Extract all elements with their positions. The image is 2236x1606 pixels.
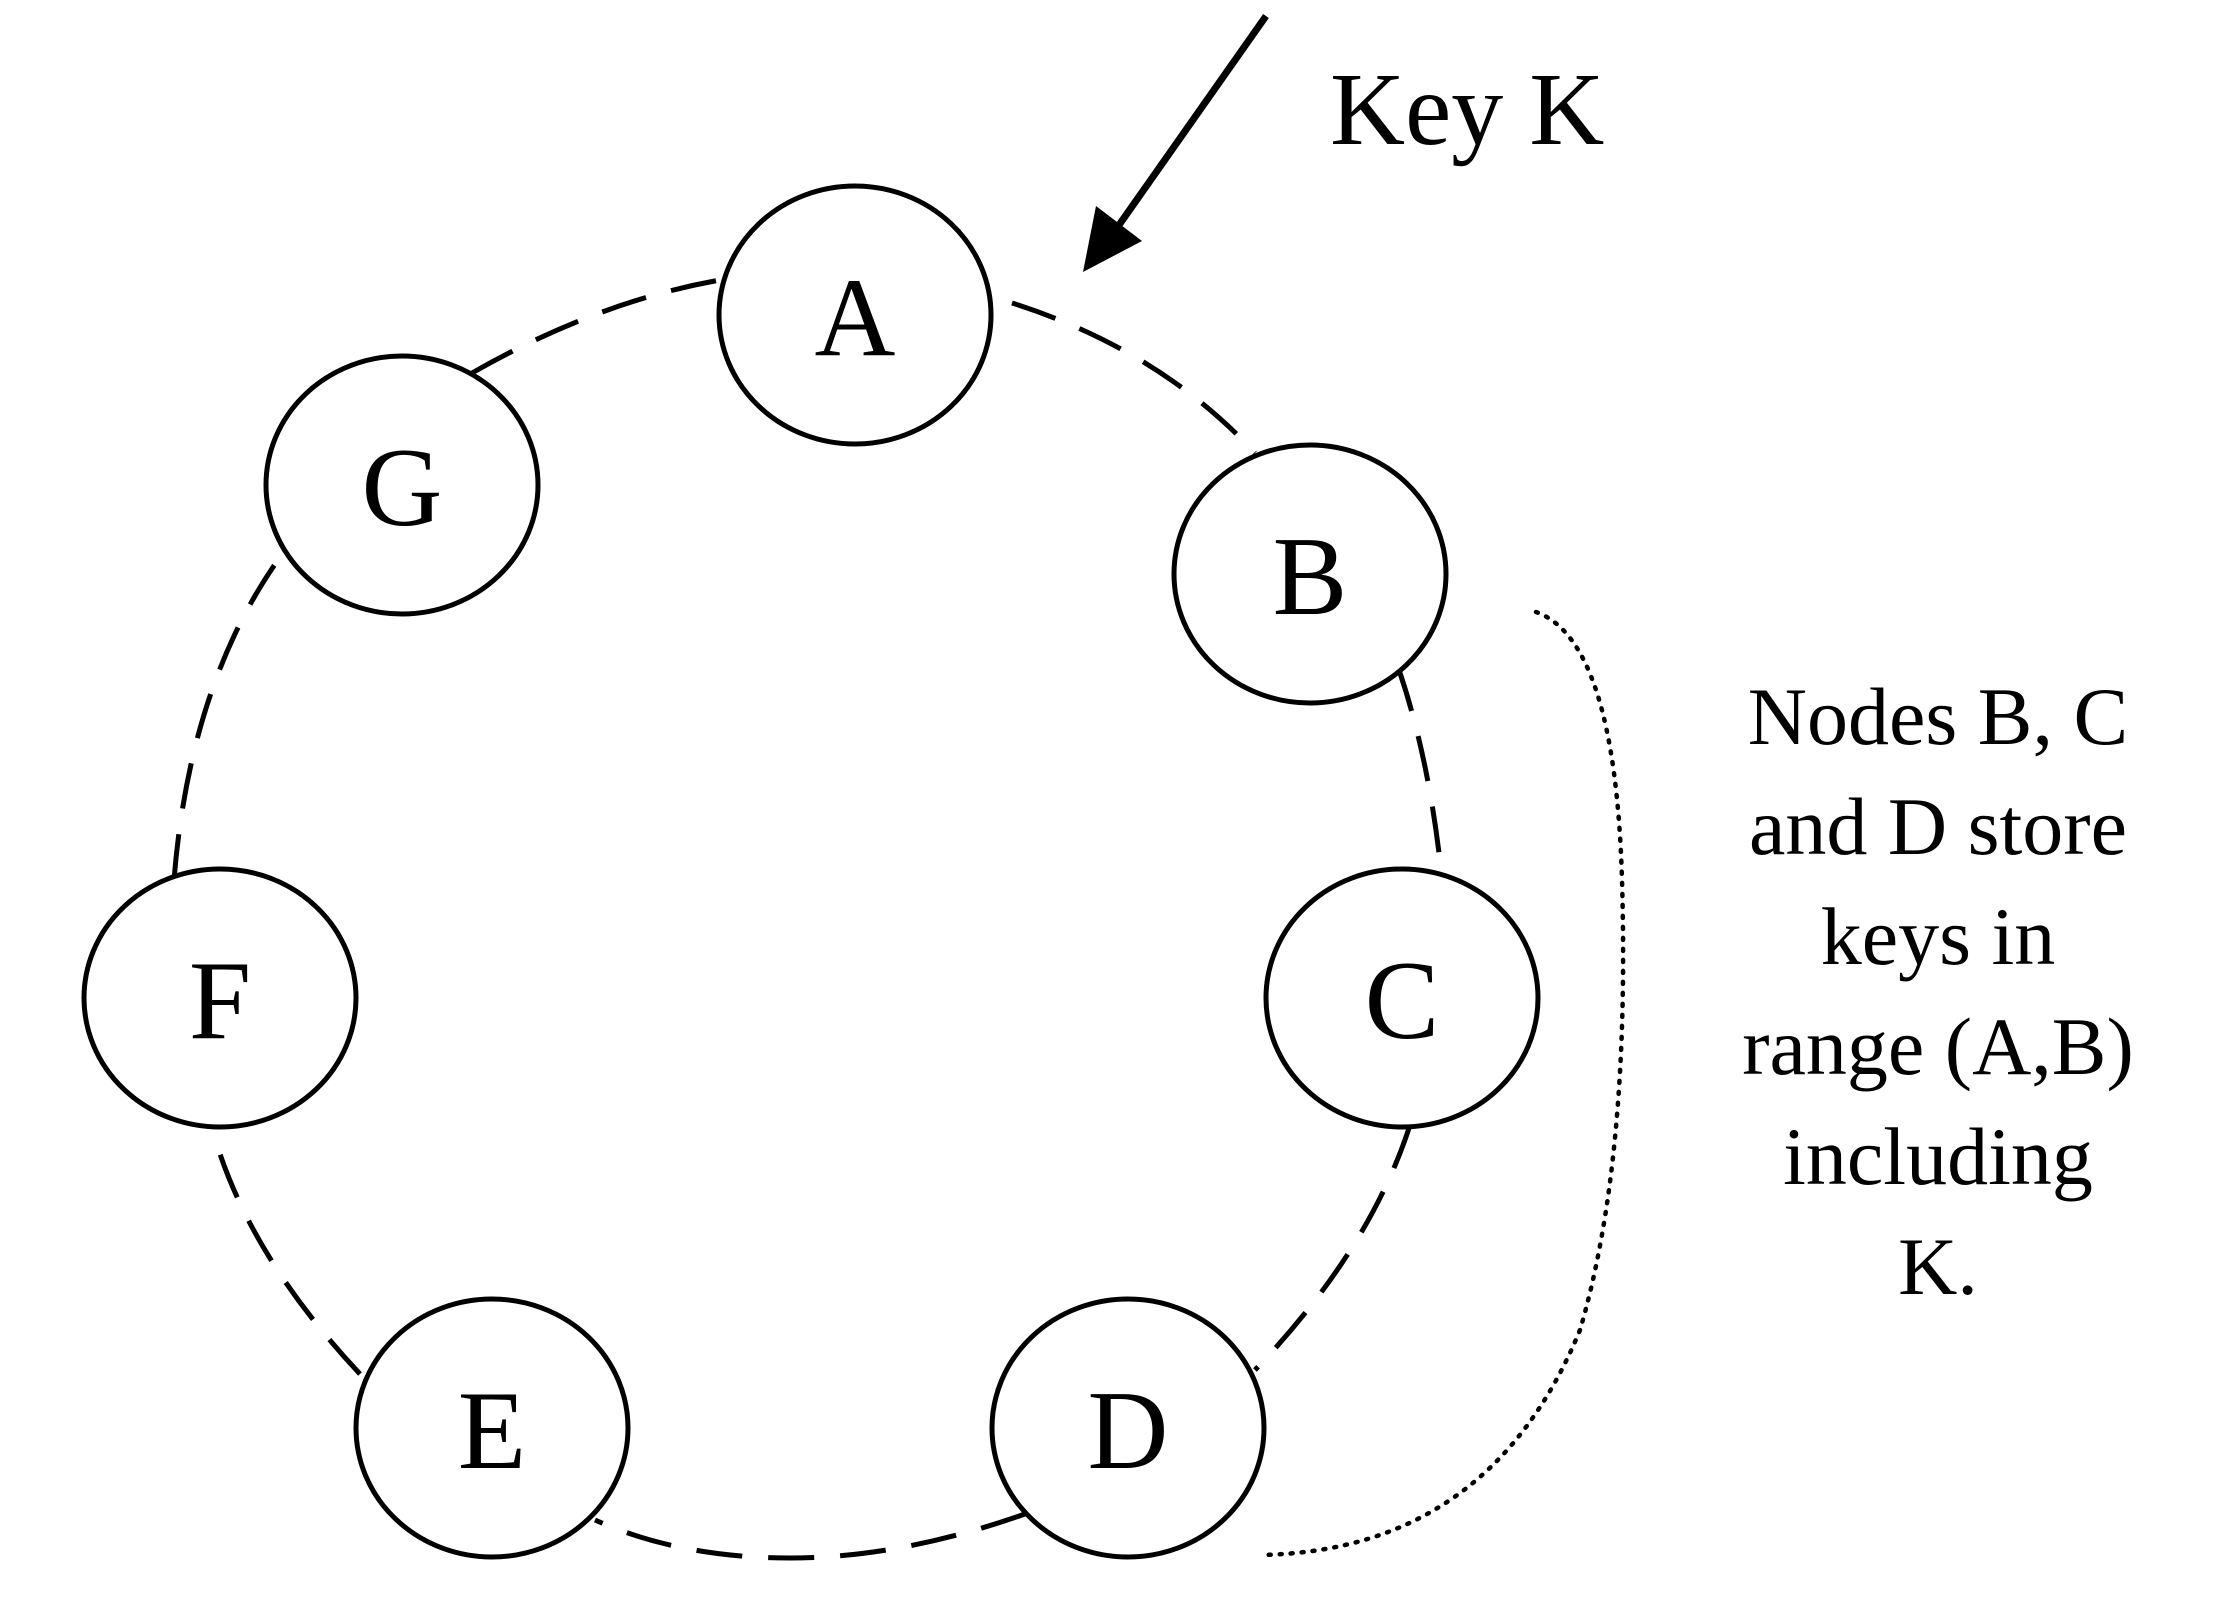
annotation-line: and D store	[1748, 781, 2127, 872]
annotation-line: K.	[1898, 1221, 1978, 1312]
node-label: F	[189, 939, 251, 1063]
ring-arc-f-g	[171, 551, 286, 881]
ring-arcs	[171, 276, 1445, 1561]
range-annotation: Nodes B, C and D store keys in range (A,…	[1668, 662, 2208, 1322]
annotation-line: range (A,B)	[1742, 1001, 2134, 1092]
node-label: G	[362, 426, 443, 550]
node-f: F	[81, 866, 359, 1130]
range-bracket	[1259, 609, 1626, 1558]
node-b: B	[1171, 442, 1449, 706]
node-d: D	[989, 1296, 1267, 1560]
node-e: E	[353, 1296, 631, 1560]
node-label: E	[458, 1369, 526, 1493]
key-k-label: Key K	[1330, 52, 1605, 167]
node-label: A	[815, 256, 896, 380]
ring-arc-d-e	[593, 1511, 1026, 1561]
ring-arc-a-b	[1011, 300, 1257, 455]
node-c: C	[1263, 866, 1541, 1130]
annotation-line: Nodes B, C	[1747, 671, 2129, 762]
node-label: D	[1088, 1369, 1169, 1493]
ring-arc-g-a	[470, 276, 727, 376]
key-arrow-head	[1083, 206, 1142, 272]
node-a: A	[716, 183, 994, 447]
node-label: B	[1273, 515, 1348, 639]
annotation-line: including	[1783, 1111, 2093, 1202]
key-arrow	[1090, 13, 1269, 265]
ring-arc-c-d	[1253, 1124, 1413, 1372]
node-label: C	[1365, 939, 1440, 1063]
node-g: G	[263, 353, 541, 617]
ring-arc-b-c	[1395, 666, 1445, 881]
annotation-line: keys in	[1820, 891, 2056, 982]
ring-arc-e-f	[215, 1147, 362, 1376]
